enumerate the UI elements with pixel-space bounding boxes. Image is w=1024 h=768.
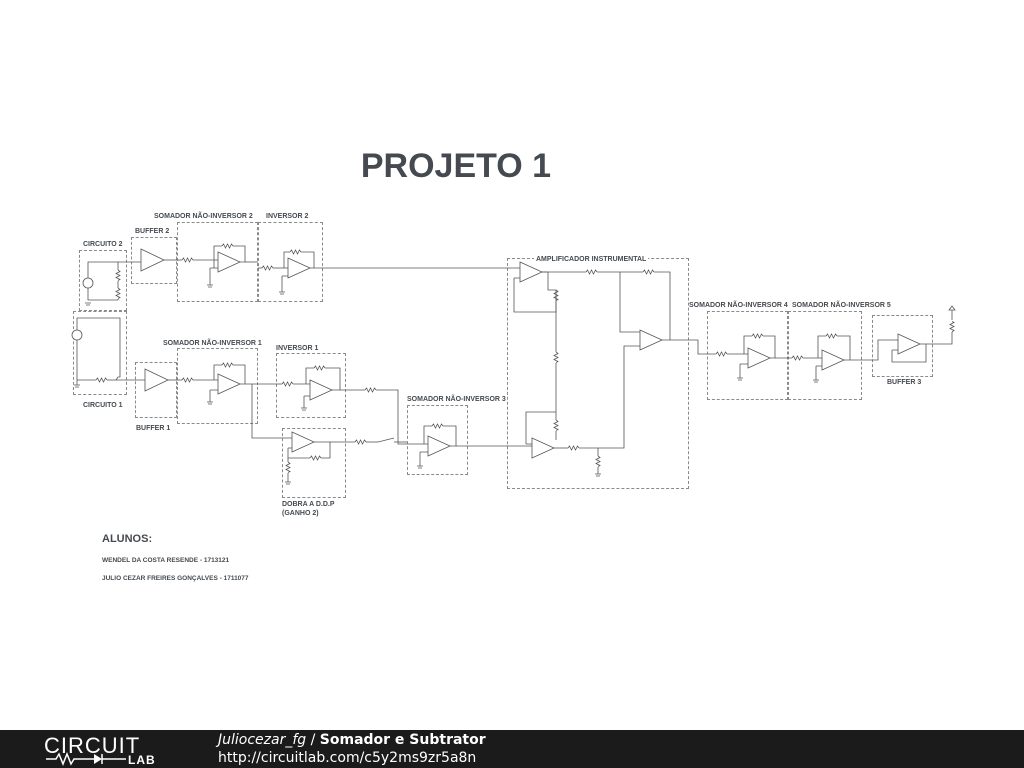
somador-ni5-block	[788, 311, 862, 400]
voltage-source-icon	[71, 329, 83, 341]
somador-ni2-label: SOMADOR NÃO-INVERSOR 2	[154, 213, 253, 220]
dobra-block	[282, 428, 346, 498]
somador-ni4-label: SOMADOR NÃO-INVERSOR 4	[689, 302, 788, 309]
project-url[interactable]: http://circuitlab.com/c5y2ms9zr5a8n	[218, 750, 477, 766]
buffer3-label: BUFFER 3	[887, 379, 922, 386]
inversor1-label: INVERSOR 1	[276, 345, 319, 352]
footer-bar	[0, 730, 1024, 768]
inversor2-label: INVERSOR 2	[266, 213, 309, 220]
footer-title: Juliocezar_fg / Somador e Subtrator	[218, 732, 486, 748]
dobra-label-line1: DOBRA A D.D.P	[282, 501, 335, 508]
schematic-wiring	[71, 243, 956, 485]
amplificador-label: AMPLIFICADOR INSTRUMENTAL	[534, 256, 649, 263]
title-separator: /	[306, 732, 320, 748]
buffer3-block	[872, 315, 933, 377]
buffer2-label: BUFFER 2	[135, 228, 170, 235]
somador-ni4-block	[707, 311, 788, 400]
circuitlab-logo-icon	[46, 752, 126, 766]
inversor1-block	[276, 353, 346, 418]
circuitlab-logo-top[interactable]: CIRCUIT	[44, 733, 141, 758]
circuito1-label: CIRCUITO 1	[83, 402, 123, 409]
students-heading: ALUNOS:	[102, 533, 153, 545]
page-title: PROJETO 1	[360, 147, 552, 185]
dobra-label-line2: (GANHO 2)	[282, 510, 319, 517]
student-name: WENDEL DA COSTA RESENDE - 1713121	[102, 557, 230, 564]
somador-ni1-label: SOMADOR NÃO-INVERSOR 1	[163, 340, 262, 347]
somador-ni5-label: SOMADOR NÃO-INVERSOR 5	[792, 302, 891, 309]
circuitlab-logo-bottom[interactable]: LAB	[128, 753, 156, 767]
voltage-source-icon	[82, 277, 94, 289]
somador-ni3-block	[407, 405, 468, 475]
author-link[interactable]: Juliocezar_fg	[218, 732, 307, 748]
student-name: JULIO CEZAR FREIRES GONÇALVES - 1711077	[102, 575, 249, 582]
somador-ni3-label: SOMADOR NÃO-INVERSOR 3	[407, 396, 506, 403]
circuito2-label: CIRCUITO 2	[83, 241, 123, 248]
buffer1-label: BUFFER 1	[136, 425, 171, 432]
schematic-canvas: PROJETO 1 CIRCUITO 2 CIRCUITO 1 BUFFER 2…	[71, 147, 956, 582]
project-name[interactable]: Somador e Subtrator	[319, 732, 486, 748]
buffer1-block	[135, 362, 177, 418]
buffer2-block	[131, 237, 177, 284]
circuito2-block	[79, 250, 127, 311]
somador-ni1-block	[177, 348, 258, 424]
circuito1-block	[73, 311, 127, 395]
inversor2-block	[258, 222, 323, 302]
